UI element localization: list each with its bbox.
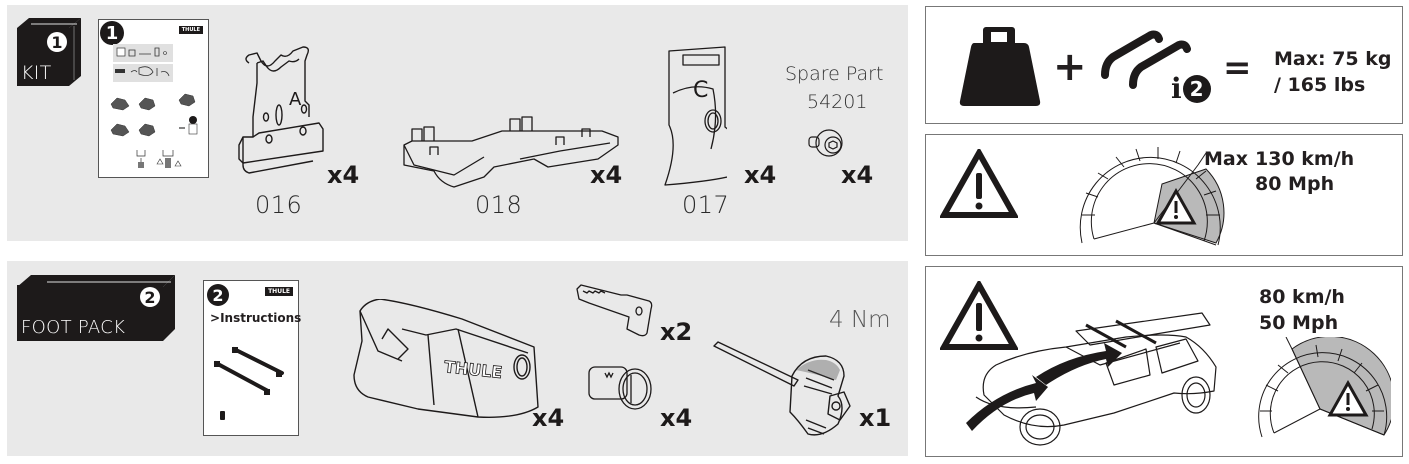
foot-pack-box-icon: 2 FOOT PACK [17, 275, 175, 343]
max-speed-kmh: 130 km/h [1255, 148, 1355, 170]
kit-box-icon: 1 KIT [17, 18, 81, 88]
speedometer-gauge-icon [1079, 147, 1225, 246]
warning-triangle-icon [940, 281, 1018, 350]
part-018-base-icon [403, 116, 619, 188]
kit-box-label: KIT [21, 62, 52, 84]
lock-cylinder-qty: x4 [660, 404, 693, 432]
kit-number-badge: 1 [47, 32, 67, 52]
warning-triangle-icon [940, 149, 1018, 218]
foot-unit-icon: THULE [353, 299, 539, 418]
info-reference: i 2 [1171, 75, 1211, 103]
max-load-lbs: / 165 lbs [1274, 74, 1366, 96]
spare-part-screw-icon [808, 129, 843, 157]
loaded-speed-kmh: 80 km/h [1259, 286, 1345, 308]
part-017-pad-icon: C [664, 46, 727, 186]
load-capacity-box: + i 2 = Max: 75 kg / 165 lbs [925, 6, 1403, 124]
part-017-qty: x4 [744, 161, 777, 189]
booklet-number-badge: 1 [100, 21, 124, 45]
roof-bars-illustration [214, 347, 284, 420]
part-017-code: 017 [682, 191, 730, 219]
chevron-right-icon: > [210, 311, 221, 325]
thule-logo: THULE [178, 26, 203, 34]
part-016-letter: A [289, 89, 302, 110]
booklet-number-badge: 2 [207, 284, 229, 306]
roof-bars-icon [1101, 30, 1191, 89]
lock-cylinder-icon [588, 366, 652, 410]
spare-part-label: Spare Part [785, 63, 884, 85]
key-qty: x2 [660, 318, 693, 346]
max-speed-label: Max [1204, 148, 1248, 170]
max-load-kg: Max: 75 kg [1274, 48, 1392, 70]
foot-pack-number-badge: 2 [140, 287, 160, 307]
spare-part-qty: x4 [841, 161, 874, 189]
booklet-illustrations [110, 44, 198, 168]
part-016-code: 016 [255, 191, 303, 219]
key-icon [576, 284, 653, 337]
weight-icon [959, 27, 1041, 106]
foot-pack-box-label: FOOT PACK [21, 317, 126, 338]
foot-brand-logo: THULE [443, 357, 503, 382]
foot-pack-panel: 2 FOOT PACK 2 THULE >Instructions [7, 261, 908, 456]
foot-qty: x4 [532, 404, 565, 432]
torque-tool-icon [713, 341, 851, 436]
speedometer-gauge-icon [1258, 337, 1391, 438]
thule-logo: THULE [265, 287, 293, 296]
plus-sign: + [1053, 44, 1087, 90]
loaded-speed-box: 80 km/h 50 Mph [925, 266, 1403, 457]
torque-value: 4 Nm [829, 307, 891, 333]
part-016-qty: x4 [327, 161, 360, 189]
booklet-instructions-title: >Instructions [210, 311, 301, 325]
max-speed-box: Max 130 km/h 80 Mph [925, 134, 1403, 256]
instructions-label: Instructions [220, 311, 302, 325]
part-018-code: 018 [475, 191, 523, 219]
max-speed-mph: 80 Mph [1255, 173, 1335, 195]
foot-pack-instruction-booklet[interactable]: 2 THULE >Instructions [203, 280, 301, 436]
info-number-badge: 2 [1182, 75, 1211, 103]
part-017-letter: C [693, 78, 708, 103]
part-018-qty: x4 [590, 161, 623, 189]
kit-instruction-booklet[interactable]: 1 THULE [98, 19, 209, 178]
loaded-speed-mph: 50 Mph [1259, 312, 1339, 334]
info-i-icon: i [1171, 72, 1182, 105]
kit-panel: 1 KIT 1 THULE [7, 5, 908, 241]
car-with-load-icon [966, 312, 1217, 446]
equals-sign: = [1223, 48, 1252, 88]
spare-part-number: 54201 [807, 91, 868, 113]
torque-tool-qty: x1 [859, 404, 892, 432]
part-016-bracket-icon: A [238, 46, 324, 174]
